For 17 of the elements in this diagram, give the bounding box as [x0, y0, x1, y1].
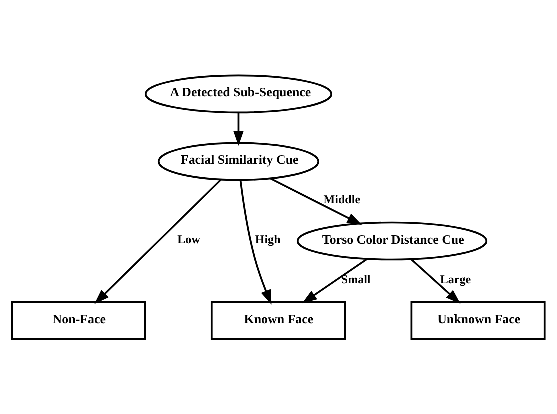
arrow — [94, 178, 222, 304]
node-ellipse: A Detected Sub-Sequence — [144, 74, 333, 114]
node-box: Known Face — [210, 300, 346, 340]
edge-label: Low — [178, 232, 200, 246]
edge-label: Small — [341, 272, 371, 286]
edge-label: High — [255, 232, 281, 246]
node-box: Non-Face — [11, 300, 146, 340]
arrow — [270, 177, 362, 225]
arrow — [410, 258, 461, 304]
node-ellipse: Torso Color Distance Cue — [296, 221, 488, 260]
node-box: Unknown Face — [410, 300, 546, 340]
arrow — [240, 180, 272, 304]
arrow — [234, 112, 244, 146]
arrow — [302, 258, 368, 304]
node-ellipse: Facial Similarity Cue — [158, 142, 320, 181]
edge-label: Middle — [324, 192, 361, 206]
edge-label: Large — [440, 272, 472, 286]
